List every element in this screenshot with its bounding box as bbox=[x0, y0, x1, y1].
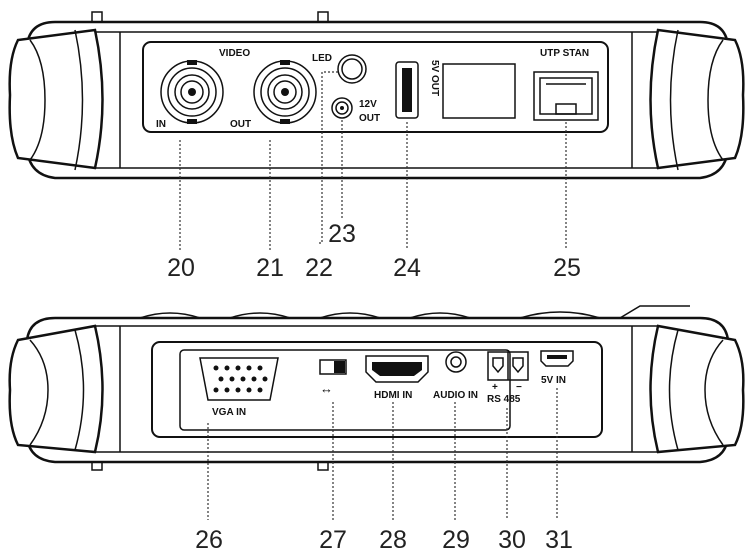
callout-22: 22 bbox=[305, 254, 333, 282]
label-rs485-plus: + bbox=[492, 382, 498, 393]
right-bumper-bottom-inner bbox=[668, 329, 679, 451]
left-bumper-bottom bbox=[8, 324, 104, 454]
bottom-top-ridges bbox=[139, 305, 690, 319]
blank-port-cover bbox=[442, 63, 516, 119]
label-vga-in: VGA IN bbox=[212, 407, 246, 418]
right-bumper-bottom-curve bbox=[704, 339, 724, 446]
switch-arrow-icon: ↔ bbox=[320, 381, 333, 396]
label-out: OUT bbox=[230, 119, 251, 130]
leader-22 bbox=[318, 71, 338, 244]
right-bumper-curve bbox=[707, 39, 724, 161]
label-in: IN bbox=[156, 119, 166, 130]
bottom-tab-mid bbox=[317, 461, 329, 471]
callout-20: 20 bbox=[167, 254, 195, 282]
callout-21: 21 bbox=[256, 254, 284, 282]
top-view: VIDEO IN OUT LED 12V OUT 5V OUT bbox=[8, 11, 745, 282]
hdmi-in-port bbox=[365, 355, 429, 383]
micro-usb-5v-in-port bbox=[540, 350, 574, 367]
dc-12v-out-jack bbox=[331, 97, 353, 119]
callout-27: 27 bbox=[319, 526, 347, 554]
label-rs485-minus: − bbox=[516, 382, 522, 393]
label-rs485: RS 485 bbox=[487, 394, 521, 405]
label-video: VIDEO bbox=[219, 48, 250, 59]
top-tab-left bbox=[91, 11, 103, 23]
bnc-video-out bbox=[253, 60, 317, 124]
label-5v-in: 5V IN bbox=[541, 375, 566, 386]
bottom-view: VGA IN ↔ HDMI IN AUDIO IN + − RS 485 bbox=[8, 305, 745, 554]
rs485-terminal bbox=[487, 351, 529, 381]
rj45-utp-port bbox=[533, 71, 599, 121]
left-bumper-bottom-inner bbox=[74, 329, 85, 451]
top-tab-mid bbox=[317, 11, 329, 23]
left-bumper-bottom-curve bbox=[29, 339, 49, 446]
right-bumper-bottom bbox=[649, 324, 745, 454]
label-utp: UTP STAN bbox=[540, 48, 589, 59]
bnc-video-in bbox=[160, 60, 224, 124]
bottom-tab-left bbox=[91, 461, 103, 471]
label-12v-out: OUT bbox=[359, 113, 380, 124]
left-bumper-curve bbox=[29, 39, 46, 161]
audio-in-jack bbox=[445, 351, 467, 373]
left-bumper-top bbox=[8, 28, 104, 170]
label-5v-out: 5V OUT bbox=[429, 60, 440, 96]
bottom-inner-panel bbox=[179, 349, 511, 431]
label-audio-in: AUDIO IN bbox=[433, 390, 478, 401]
callout-26: 26 bbox=[195, 526, 223, 554]
left-bumper-inner bbox=[74, 29, 84, 171]
callout-23: 23 bbox=[328, 220, 356, 248]
right-bumper-inner bbox=[669, 29, 679, 171]
right-bumper-top bbox=[649, 28, 745, 170]
bottom-port-panel bbox=[151, 341, 603, 438]
slide-switch bbox=[319, 359, 347, 375]
callout-24: 24 bbox=[393, 254, 421, 282]
callout-25: 25 bbox=[553, 254, 581, 282]
callout-30: 30 bbox=[498, 526, 526, 554]
label-12v: 12V bbox=[359, 99, 377, 110]
label-hdmi-in: HDMI IN bbox=[374, 390, 412, 401]
callout-28: 28 bbox=[379, 526, 407, 554]
vga-in-port bbox=[199, 357, 279, 401]
led-indicator bbox=[337, 54, 367, 84]
callout-29: 29 bbox=[442, 526, 470, 554]
callout-31: 31 bbox=[545, 526, 573, 554]
label-led: LED bbox=[312, 53, 332, 64]
usb-5v-out-port bbox=[395, 61, 419, 119]
